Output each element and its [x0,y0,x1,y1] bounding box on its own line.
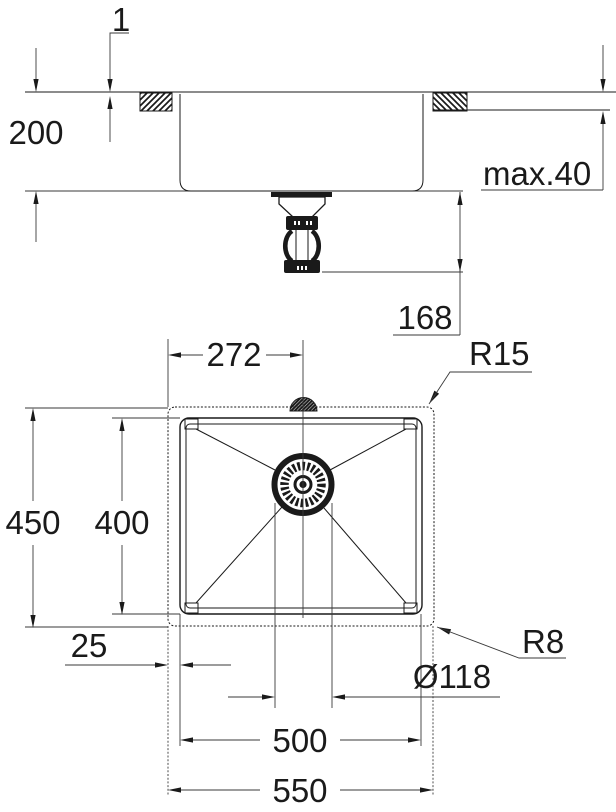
dim-outer-width: 550 [168,772,433,809]
bowl-diagonal-bl [195,506,283,604]
plan-view: 272 R15 450 400 [5,335,566,809]
dim-rim-height-label: 1 [112,1,130,38]
corner-box-bl [184,602,199,614]
nut-detail-dot [301,266,303,270]
dim-r15-label: R15 [469,335,530,372]
nut-detail-dot [306,221,308,225]
dim-drain-clearance-label: 168 [397,299,452,336]
dim-bowl-depth: 200 [8,48,64,242]
countertop-hatch-right [432,92,468,112]
dim-bowl-inner-width: 500 [180,722,421,759]
drain-nut-upper [286,216,318,230]
dim-bowl-depth-label: 200 [8,114,63,151]
dim-400-label: 400 [94,504,149,541]
corner-box-tl [184,418,199,430]
dim-drain-diameter: Ø118 [228,658,500,700]
bowl-diagonal-tl [195,428,276,471]
dim-drain-center-from-left: 272 [168,336,303,373]
sink-bowl-profile [179,94,424,192]
dim-272-label: 272 [206,336,261,373]
dim-countertop-thickness-label: max.40 [483,155,591,192]
sink-outer-edge [167,406,435,627]
dim-550-label: 550 [272,772,327,809]
bowl-diagonal-br [323,507,407,604]
nut-detail-dot [305,266,307,270]
dim-rim-height: 1 [107,1,130,142]
corner-box-br [403,602,418,614]
drain-cup [278,196,326,218]
drain-trap-arc-left [282,229,294,263]
bowl-opening-inner-line [185,423,417,609]
nut-detail-dot [310,221,312,225]
dim-outer-depth: 450 [5,408,61,628]
dim-bowl-inner-depth: 400 [94,418,150,615]
dim-r8-label: R8 [522,623,564,660]
dim-bowl-corner-radius: R15 [428,335,532,405]
dim-500-label: 500 [272,722,327,759]
dim-450-label: 450 [5,504,60,541]
dim-outer-corner-radius: R8 [436,623,566,660]
countertop-hatch-left [139,92,173,112]
nut-detail-dot [298,221,300,225]
dim-rim-offset: 25 [65,627,231,668]
tap-hole-dome [289,397,318,412]
nut-detail-dot [294,221,296,225]
drain-flange [271,192,332,197]
drain-assembly-side [271,192,332,273]
drain-trap-arc-right [310,229,322,263]
dim-diameter-label: Ø118 [413,658,491,695]
bowl-diagonal-tr [329,428,407,471]
dim-countertop-thickness: max.40 [481,45,606,192]
bowl-opening-outer-line [179,417,423,615]
corner-box-tr [403,418,418,430]
nut-detail-dot [297,266,299,270]
dim-drain-clearance: 168 [322,192,463,336]
dim-25-label: 25 [71,627,108,664]
side-section-view: 1 200 max.40 [8,1,616,336]
